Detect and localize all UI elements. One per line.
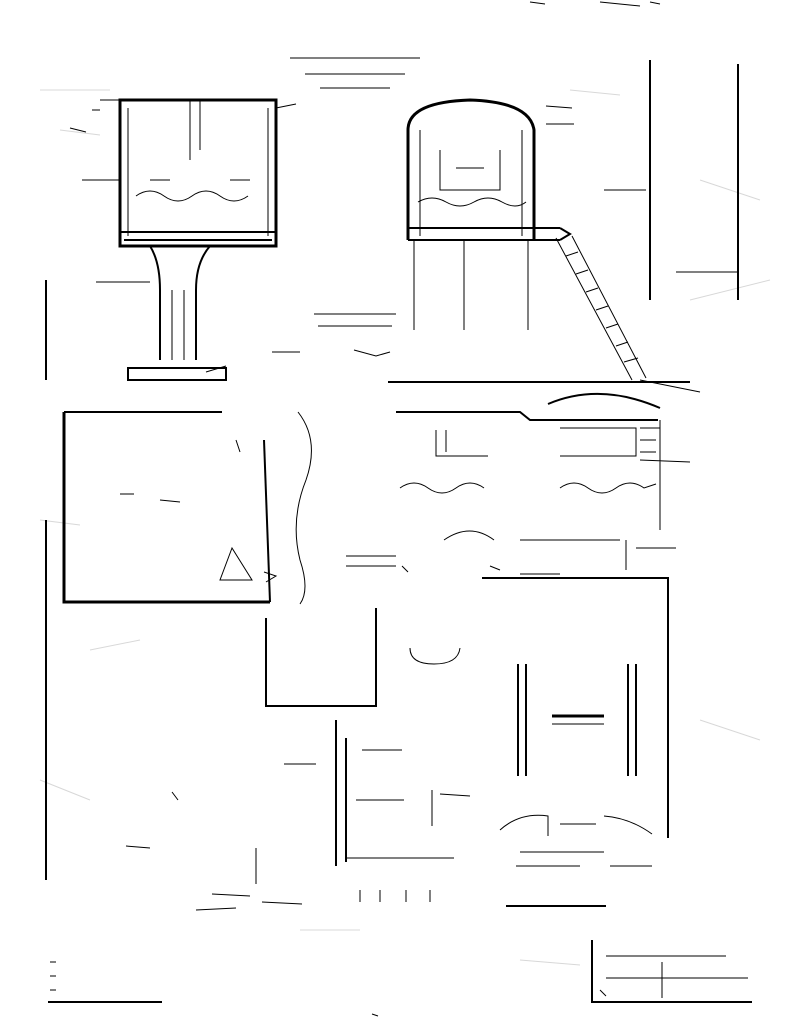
plan-view-center: [396, 392, 691, 530]
header-scribble: [529, 1, 661, 7]
lower-left-marks: [125, 791, 303, 911]
lower-room-lines: [265, 577, 669, 838]
scan-smear: [39, 89, 771, 966]
notes-block: [48, 961, 162, 1003]
upper-right-dimension-lines: [604, 60, 739, 300]
lower-right-plan: [499, 664, 653, 907]
lower-center-items: [284, 720, 471, 902]
title-block: [591, 940, 752, 1003]
middle-ground-line: [388, 379, 701, 393]
side-view-vessel: [406, 98, 574, 330]
center-fittings: [346, 530, 676, 665]
front-view-pedestal: [96, 245, 227, 381]
plan-view-left: [62, 411, 312, 605]
diagonal-ladder: [555, 235, 647, 381]
front-view-tank: [69, 98, 297, 248]
bottom-center-mark: [371, 1013, 379, 1017]
middle-label: [272, 313, 396, 357]
upper-views-title: [290, 57, 420, 89]
